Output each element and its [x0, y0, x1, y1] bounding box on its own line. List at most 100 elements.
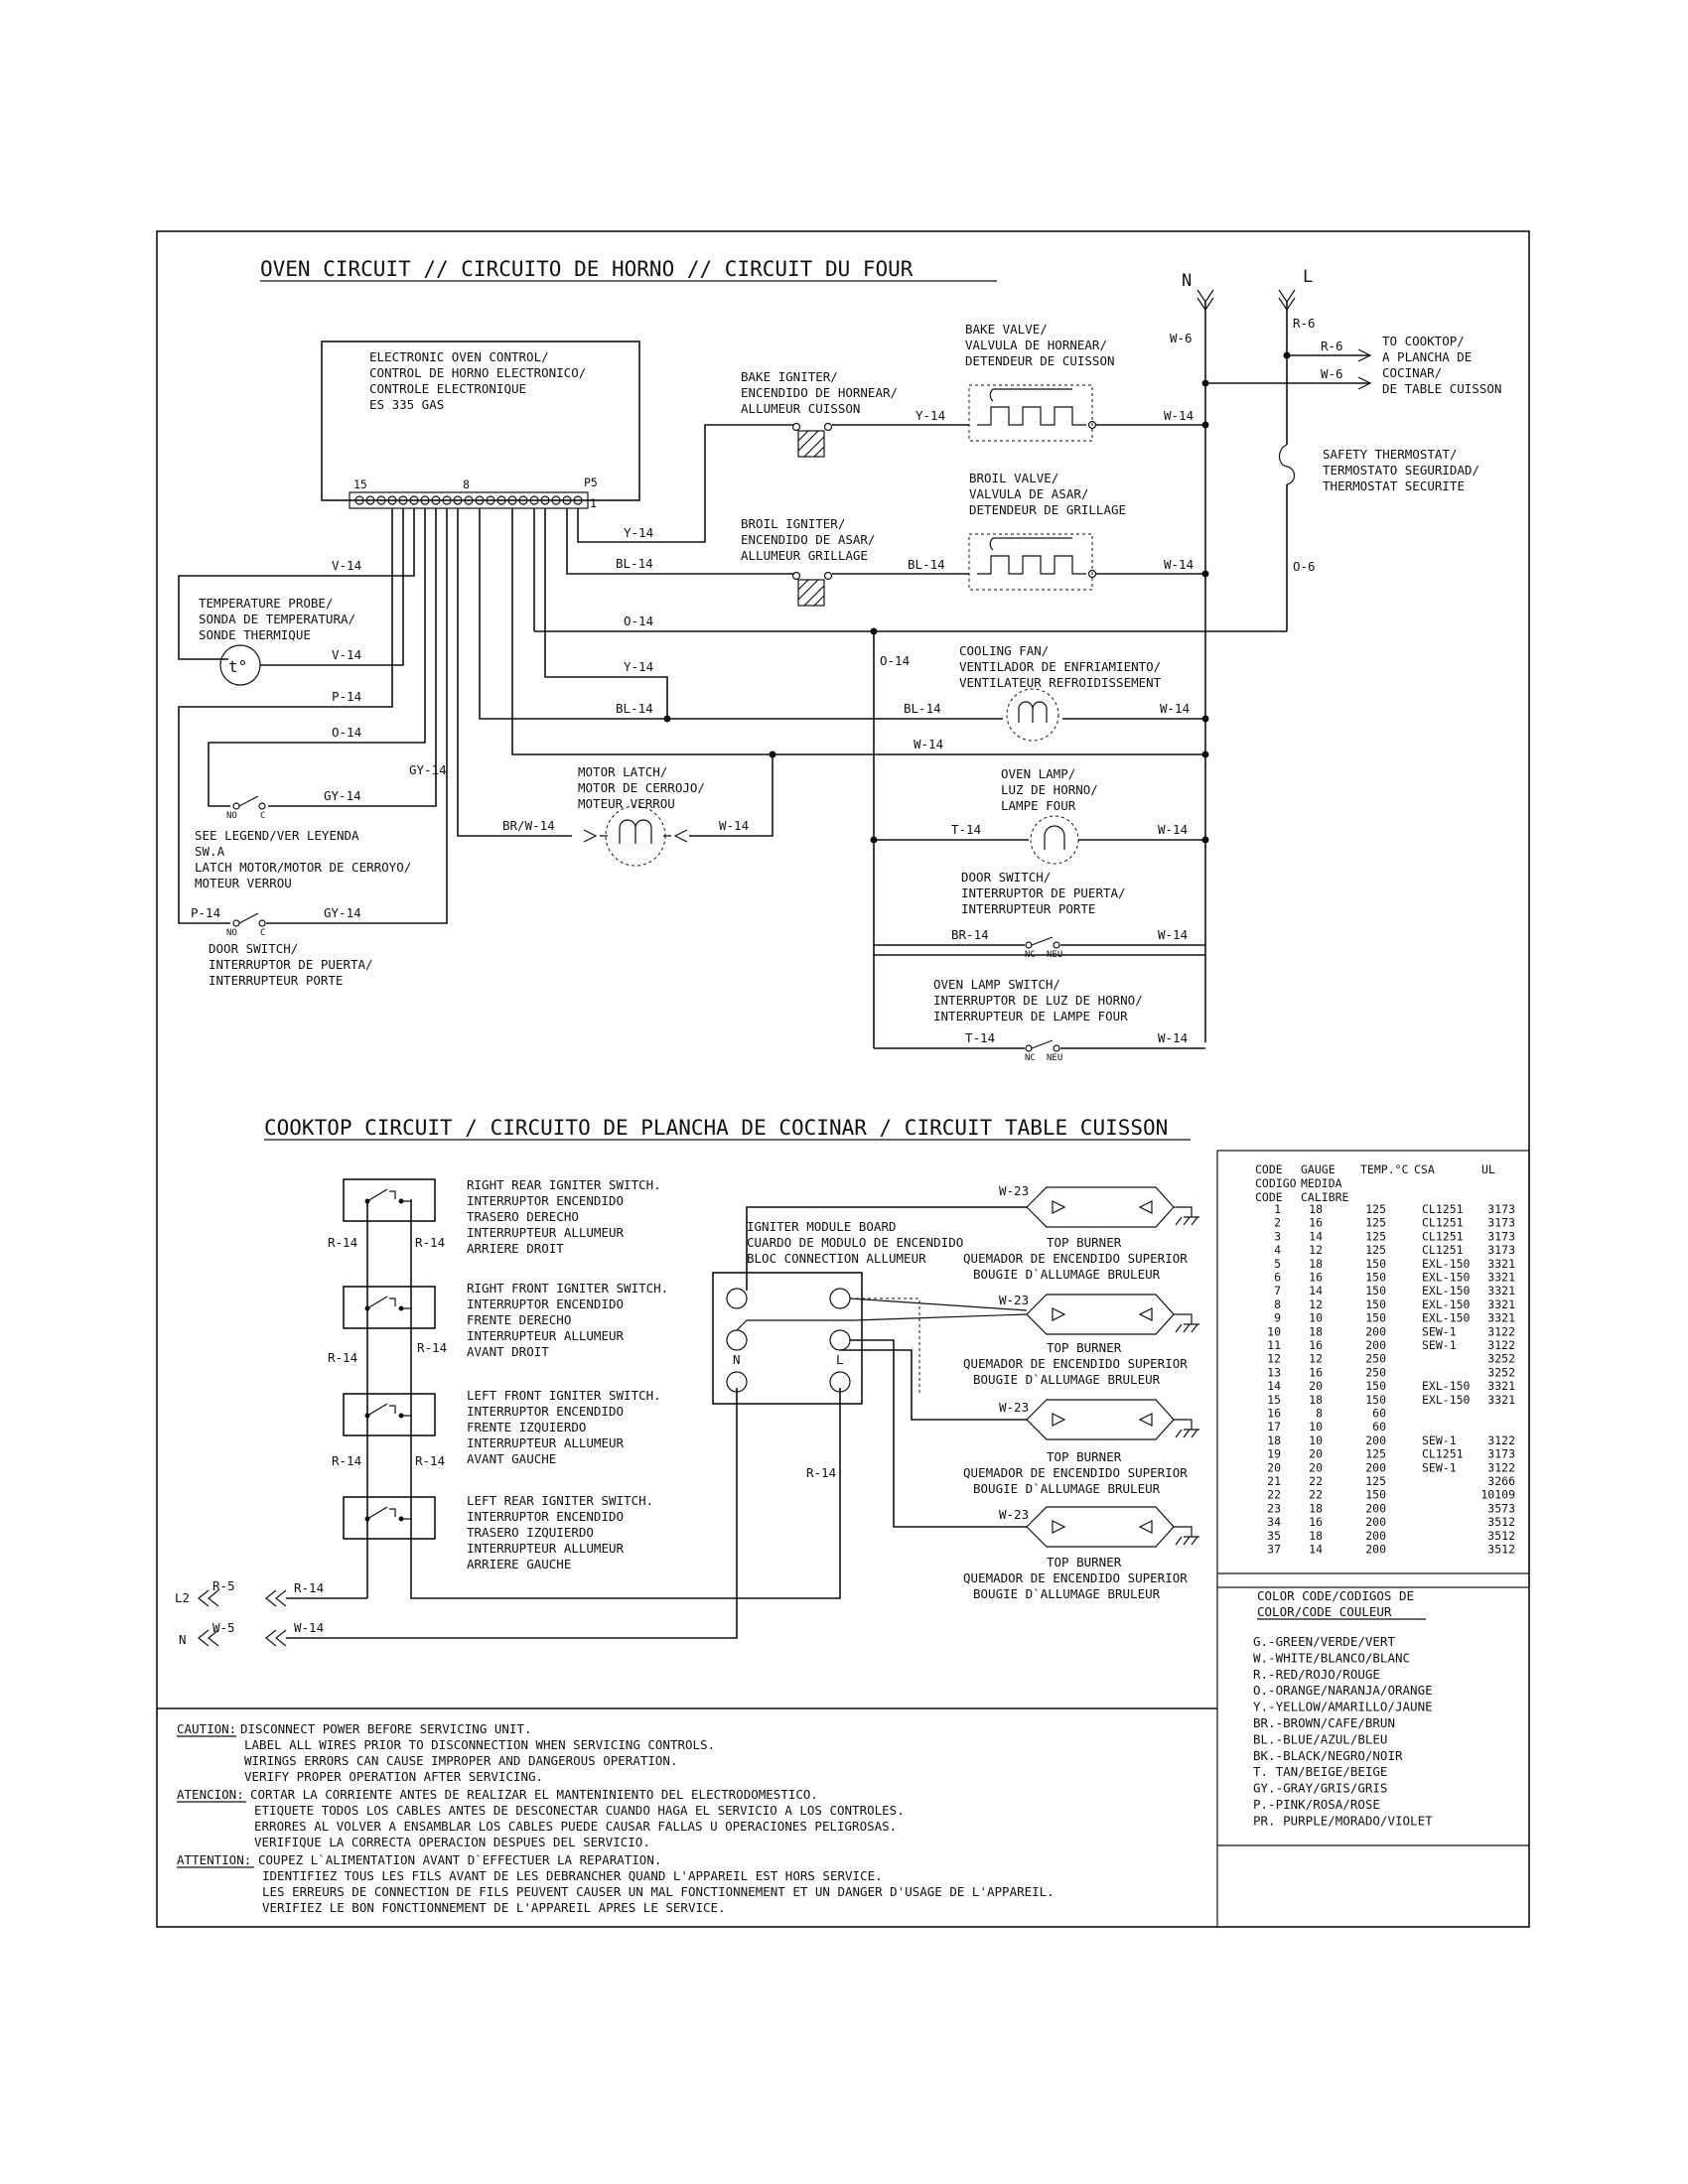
- svg-text:MOTEUR VERROU: MOTEUR VERROU: [195, 876, 292, 890]
- color-code-item: BL.-BLUE/AZUL/BLEU: [1253, 1731, 1387, 1746]
- table-header: CODE: [1255, 1190, 1283, 1204]
- junction-dot: [1201, 836, 1209, 844]
- svg-text:BROIL IGNITER/: BROIL IGNITER/: [741, 516, 845, 531]
- top-burner-2-label: TOP BURNER QUEMADOR DE ENCENDIDO SUPERIO…: [963, 1340, 1188, 1387]
- svg-text:COOLING FAN/: COOLING FAN/: [959, 643, 1049, 658]
- svg-text:BLOC CONNECTION ALLUMEUR: BLOC CONNECTION ALLUMEUR: [747, 1251, 926, 1266]
- temperature-probe-label: TEMPERATURE PROBE/ SONDA DE TEMPERATURA/…: [199, 596, 355, 642]
- table-cell-csa: CL1251: [1422, 1447, 1464, 1461]
- p-door-label: P-14: [191, 905, 220, 920]
- r6-arrow-icon: [1357, 348, 1372, 362]
- table-cell-code: 23: [1267, 1501, 1281, 1515]
- atencion-line: ERRORES AL VOLVER A ENSAMBLAR LOS CABLES…: [254, 1819, 897, 1834]
- table-cell-temp: 200: [1365, 1324, 1386, 1338]
- table-cell-temp: 200: [1365, 1338, 1386, 1352]
- table-cell-ul: 3512: [1487, 1543, 1515, 1557]
- svg-text:ALLUMEUR GRILLAGE: ALLUMEUR GRILLAGE: [741, 548, 868, 563]
- w5-label: W-5: [212, 1620, 235, 1635]
- caution-line: WIRINGS ERRORS CAN CAUSE IMPROPER AND DA…: [244, 1753, 678, 1768]
- svg-text:VALVULA DE ASAR/: VALVULA DE ASAR/: [969, 486, 1088, 501]
- table-cell-gauge: 16: [1309, 1365, 1323, 1379]
- table-cell-gauge: 18: [1309, 1393, 1323, 1407]
- svg-text:AVANT GAUCHE: AVANT GAUCHE: [467, 1451, 556, 1466]
- caution-line: VERIFY PROPER OPERATION AFTER SERVICING.: [244, 1769, 543, 1784]
- lamp-switch-neu: NEU: [1047, 1053, 1062, 1063]
- color-code-list: G.-GREEN/VERDE/VERTW.-WHITE/BLANCO/BLANC…: [1253, 1634, 1433, 1828]
- table-cell-temp: 150: [1365, 1379, 1386, 1393]
- cooktop-circuit-heading: COOKTOP CIRCUIT / CIRCUITO DE PLANCHA DE…: [264, 1116, 1168, 1140]
- attention-line: LES ERREURS DE CONNECTION DE FILS PEUVEN…: [262, 1884, 1055, 1899]
- table-cell-temp: 60: [1372, 1407, 1386, 1421]
- svg-text:LATCH MOTOR/MOTOR DE CERROYO/: LATCH MOTOR/MOTOR DE CERROYO/: [195, 860, 411, 875]
- door-switch-left-icon: [232, 912, 266, 927]
- lamp-switch-nc: NC: [1025, 1053, 1036, 1063]
- table-cell-temp: 150: [1365, 1284, 1386, 1297]
- table-cell-ul: 10109: [1480, 1488, 1515, 1502]
- broil-igniter-icon: [791, 571, 833, 607]
- table-cell-gauge: 20: [1309, 1447, 1323, 1461]
- color-code-item: Y.-YELLOW/AMARILLO/JAUNE: [1253, 1700, 1433, 1714]
- color-code-item: W.-WHITE/BLANCO/BLANC: [1253, 1650, 1410, 1665]
- svg-text:VENTILATEUR REFROIDISSEMENT: VENTILATEUR REFROIDISSEMENT: [959, 675, 1162, 690]
- oven-circuit-heading: OVEN CIRCUIT // CIRCUITO DE HORNO // CIR…: [260, 257, 914, 281]
- svg-text:DETENDEUR DE CUISSON: DETENDEUR DE CUISSON: [965, 353, 1115, 368]
- burner4-w23-wire: [850, 1339, 1027, 1528]
- svg-text:SONDE THERMIQUE: SONDE THERMIQUE: [199, 627, 311, 642]
- y-fan-label: Y-14: [624, 659, 653, 674]
- cooling-fan-label: COOLING FAN/ VENTILADOR DE ENFRIAMIENTO/…: [959, 643, 1162, 690]
- w-lampsw-label: W-14: [1158, 1030, 1188, 1045]
- w-latch-bus: [511, 508, 1205, 755]
- table-cell-gauge: 18: [1309, 1501, 1323, 1515]
- table-cell-temp: 125: [1365, 1447, 1386, 1461]
- gy-top-label: GY-14: [409, 762, 447, 777]
- table-cell-code: 12: [1267, 1352, 1281, 1366]
- table-cell-ul: 3321: [1487, 1257, 1515, 1271]
- table-cell-csa: EXL-150: [1422, 1257, 1471, 1271]
- svg-text:BAKE IGNITER/: BAKE IGNITER/: [741, 369, 838, 384]
- terminal-icon: [1087, 420, 1097, 430]
- svg-text:INTERRUPTOR DE LUZ DE HORNO/: INTERRUPTOR DE LUZ DE HORNO/: [933, 993, 1143, 1008]
- table-cell-code: 1: [1274, 1202, 1281, 1216]
- table-cell-gauge: 18: [1309, 1324, 1323, 1338]
- table-cell-csa: SEW-1: [1422, 1338, 1457, 1352]
- table-cell-ul: 3173: [1487, 1447, 1515, 1461]
- svg-text:OVEN LAMP SWITCH/: OVEN LAMP SWITCH/: [933, 977, 1060, 992]
- svg-text:INTERRUPTOR ENCENDIDO: INTERRUPTOR ENCENDIDO: [467, 1193, 624, 1208]
- svg-text:RIGHT FRONT IGNITER SWITCH.: RIGHT FRONT IGNITER SWITCH.: [467, 1281, 668, 1296]
- table-cell-ul: 3266: [1487, 1474, 1515, 1488]
- motor-latch-icon: [619, 819, 652, 844]
- line-label: L: [1303, 267, 1313, 287]
- bake-igniter-wire-label: Y-14: [624, 525, 653, 540]
- table-cell-code: 21: [1267, 1474, 1281, 1488]
- pin-p5-label: P5: [584, 476, 598, 489]
- table-cell-ul: 3321: [1487, 1297, 1515, 1311]
- table-cell-temp: 125: [1365, 1243, 1386, 1257]
- right-rear-switch-label: RIGHT REAR IGNITER SWITCH. INTERRUPTOR E…: [467, 1177, 661, 1256]
- t-lampsw-label: T-14: [965, 1030, 995, 1045]
- bake-valve-sensor-icon: [989, 388, 1072, 402]
- svg-text:INTERRUPTEUR ALLUMEUR: INTERRUPTEUR ALLUMEUR: [467, 1328, 625, 1343]
- table-cell-gauge: 10: [1309, 1420, 1323, 1433]
- igniter-switch-left-rear: [343, 1496, 436, 1540]
- svg-text:ARRIERE DROIT: ARRIERE DROIT: [467, 1241, 564, 1256]
- p14-wire-label: P-14: [332, 689, 361, 704]
- atencion-line: CORTAR LA CORRIENTE ANTES DE REALIZAR EL…: [250, 1787, 818, 1802]
- w-motor-label: W-14: [719, 818, 749, 833]
- table-cell-code: 19: [1267, 1447, 1281, 1461]
- table-cell-temp: 150: [1365, 1297, 1386, 1311]
- color-code-item: T. TAN/BEIGE/BEIGE: [1253, 1764, 1387, 1779]
- oven-lamp-switch-icon: [1025, 1039, 1060, 1052]
- to-cooktop-w-wire-label: W-6: [1321, 366, 1343, 381]
- table-cell-gauge: 16: [1309, 1271, 1323, 1285]
- table-cell-csa: CL1251: [1422, 1229, 1464, 1243]
- wire-table-frame: [1216, 1150, 1530, 1588]
- svg-text:ENCENDIDO DE HORNEAR/: ENCENDIDO DE HORNEAR/: [741, 385, 898, 400]
- burner2-w23-wire: [736, 1313, 1028, 1331]
- thermostat-wire-label: O-6: [1293, 559, 1316, 574]
- table-cell-ul: 3122: [1487, 1433, 1515, 1447]
- w-motor-wire: [689, 754, 774, 837]
- oven-lamp-housing: [1030, 815, 1079, 865]
- bl-fan-left-label: BL-14: [616, 701, 653, 716]
- table-cell-code: 18: [1267, 1433, 1281, 1447]
- svg-text:THERMOSTAT SECURITE: THERMOSTAT SECURITE: [1323, 478, 1465, 493]
